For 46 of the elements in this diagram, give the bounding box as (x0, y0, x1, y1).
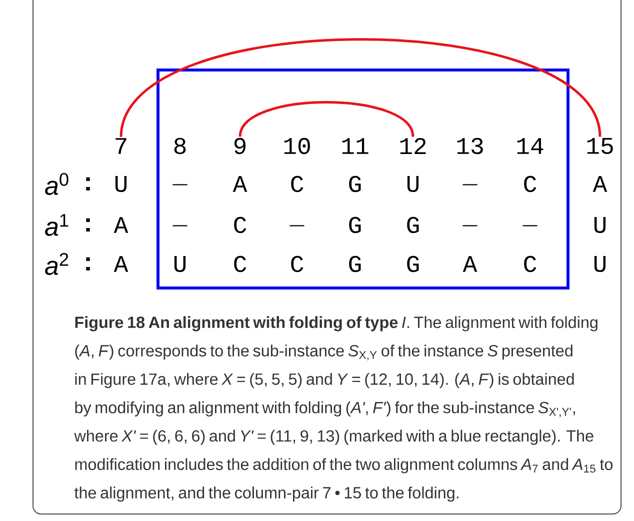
column-number: 10 (284, 138, 310, 154)
alignment-cell: C (234, 216, 246, 234)
alignment-cell: U (594, 256, 606, 272)
pairing-arc (120, 38, 602, 138)
alignment-cell: _ (290, 225, 304, 226)
column-number: 8 (174, 138, 186, 154)
alignment-cell: _ (172, 184, 188, 186)
alignment-cell: A (592, 176, 608, 192)
sequence-name: a$^{2}$ (45, 253, 68, 275)
colon: : (86, 257, 90, 271)
alignment-cell: G (349, 216, 361, 234)
alignment-cell: _ (522, 225, 538, 226)
colon: : (86, 218, 90, 232)
alignment-cell: G (407, 216, 419, 234)
alignment-cell: U (115, 176, 127, 192)
sequence-name: a$^{0}$ (45, 173, 68, 195)
column-number: 14 (517, 138, 544, 154)
alignment-cell: A (232, 176, 248, 192)
alignment-cell: A (114, 217, 128, 233)
column-number: 9 (234, 138, 246, 154)
alignment-cell: C (291, 176, 304, 192)
column-number: 15 (587, 138, 613, 154)
alignment-cell: C (234, 256, 246, 272)
alignment-cell: _ (462, 225, 478, 226)
alignment-cell: A (114, 256, 128, 272)
alignment-cell: G (349, 256, 361, 272)
alignment-cell: C (291, 256, 304, 272)
alignment-cell: _ (172, 225, 188, 226)
alignment-cell: C (524, 256, 536, 272)
alignment-cell: U (407, 176, 419, 192)
column-number: 12 (400, 138, 426, 154)
pairing-arc (238, 101, 414, 138)
highlight-rectangle (156, 68, 570, 290)
alignment-cell: G (349, 176, 361, 192)
figure-caption: Figure 18 An alignment with folding of type I. The alignment with folding (A, F) corresponds to the sub-instance S$_{X,Y}$ of the instance S presented in Figure 17a, where X = (5, 5, 5) and Y = (12, 10, 14). (A, F) is obtained by modifying an alignment with folding (A', F') for the sub-instance S$_{X',Y'}$, where X' = (6, 6, 6) and Y' = (11, 9, 13) (marked with a blue rectangle). The modification includes the addition of the two alignment columns A$_{7}$ and A$_{15}$ to the alignment, and the column-pair 7 • 15 to the folding. (74, 316, 613, 502)
column-number: 7 (116, 138, 126, 154)
colon: : (86, 177, 90, 191)
alignment-cell: G (407, 256, 419, 272)
alignment-cell: U (594, 216, 606, 234)
column-number: 13 (457, 138, 483, 154)
alignment-cell: _ (462, 184, 478, 186)
alignment-cell: A (462, 256, 478, 272)
column-number: 11 (342, 138, 368, 154)
alignment-cell: U (174, 256, 186, 272)
alignment-cell: C (524, 176, 536, 192)
sequence-name: a$^{1}$ (45, 214, 68, 236)
